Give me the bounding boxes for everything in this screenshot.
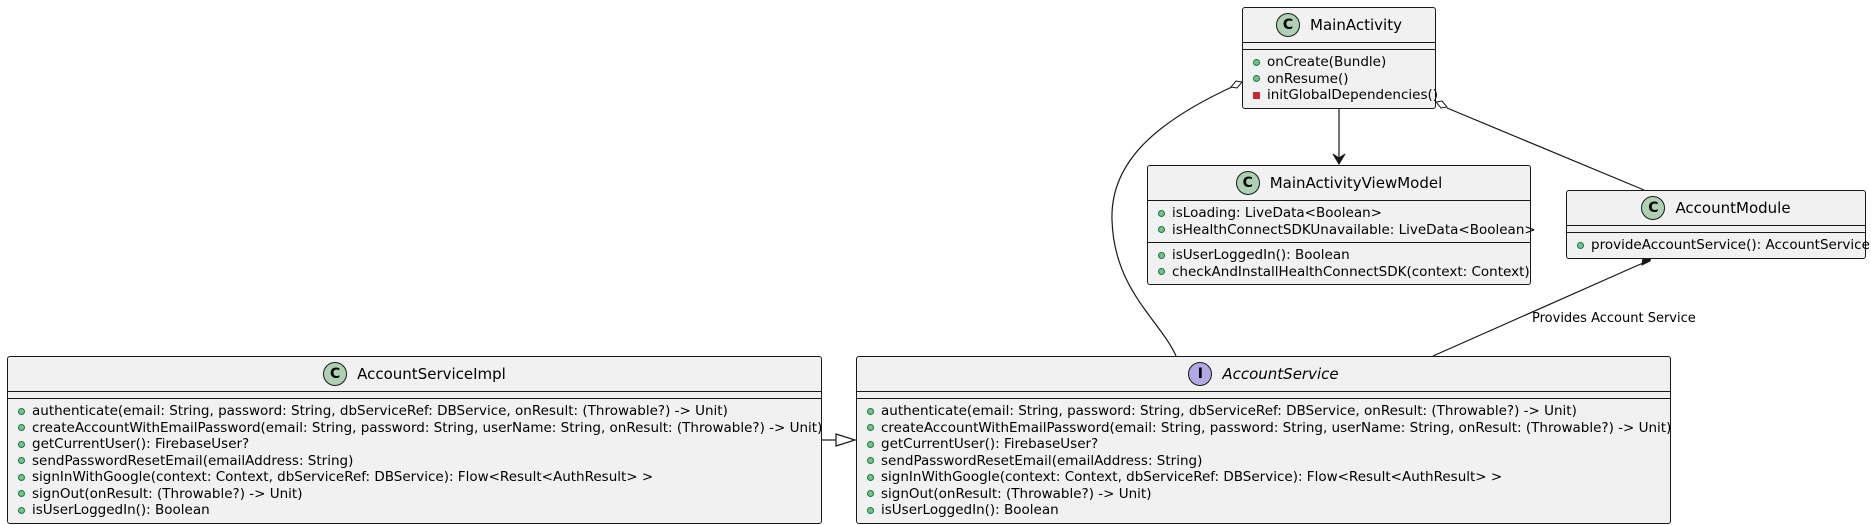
public-visibility-icon: [1158, 268, 1165, 276]
interface-badge-icon: I: [1188, 362, 1213, 386]
method-row: signOut(onResult: (Throwable?) -> Unit): [867, 486, 1670, 503]
interface-account-service[interactable]: I AccountService authenticate(email: Str…: [856, 356, 1671, 524]
method-row: authenticate(email: String, password: St…: [867, 403, 1670, 420]
public-visibility-icon: [1577, 241, 1584, 249]
method-row: isUserLoggedIn(): Boolean: [1158, 247, 1530, 264]
class-badge-icon: C: [1235, 171, 1260, 195]
method-text: getCurrentUser(): FirebaseUser?: [32, 436, 250, 453]
method-row: signOut(onResult: (Throwable?) -> Unit): [18, 486, 821, 503]
method-row: createAccountWithEmailPassword(email: St…: [867, 419, 1672, 437]
private-visibility-icon: [1253, 91, 1260, 99]
methods-section: onCreate(Bundle)onResume()initGlobalDepe…: [1243, 50, 1439, 108]
field-row: isHealthConnectSDKUnavailable: LiveData<…: [1158, 222, 1536, 239]
method-row: isUserLoggedIn(): Boolean: [18, 502, 821, 519]
public-visibility-icon: [18, 424, 25, 432]
method-row: isUserLoggedIn(): Boolean: [867, 502, 1670, 519]
public-visibility-icon: [18, 490, 25, 498]
class-header: I AccountService: [857, 357, 1670, 391]
method-text: isUserLoggedIn(): Boolean: [881, 502, 1059, 519]
method-text: sendPasswordResetEmail(emailAddress: Str…: [881, 452, 1203, 469]
class-name: AccountService: [1222, 365, 1339, 383]
class-name: MainActivityViewModel: [1269, 174, 1443, 192]
public-visibility-icon: [18, 457, 25, 465]
public-visibility-icon: [1253, 75, 1260, 83]
method-text: provideAccountService(): AccountService: [1591, 237, 1870, 254]
edge-mainactivity-accountservice: [1111, 80, 1243, 357]
class-main-activity[interactable]: C MainActivity onCreate(Bundle)onResume(…: [1242, 7, 1439, 109]
class-name: AccountModule: [1675, 199, 1791, 217]
method-text: onCreate(Bundle): [1267, 54, 1387, 71]
edge-label-provides: Provides Account Service: [1532, 311, 1696, 326]
edge-impl-realizes-service: [822, 433, 857, 447]
method-row: getCurrentUser(): FirebaseUser?: [867, 436, 1670, 453]
method-row: signInWithGoogle(context: Context, dbSer…: [18, 469, 821, 486]
method-text: checkAndInstallHealthConnectSDK(context:…: [1172, 263, 1530, 280]
public-visibility-icon: [867, 440, 874, 448]
methods-section: authenticate(email: String, password: St…: [8, 399, 823, 523]
method-row: authenticate(email: String, password: St…: [18, 403, 821, 420]
method-text: onResume(): [1267, 70, 1349, 87]
field-text: isHealthConnectSDKUnavailable: LiveData<…: [1172, 221, 1536, 238]
class-account-module[interactable]: C AccountModule provideAccountService():…: [1566, 190, 1870, 259]
edge-mainactivity-accountmodule: [1435, 100, 1645, 191]
method-row: onCreate(Bundle): [1253, 54, 1435, 71]
public-visibility-icon: [18, 407, 25, 415]
public-visibility-icon: [18, 440, 25, 448]
class-header: C MainActivity: [1243, 8, 1435, 42]
class-main-activity-view-model[interactable]: C MainActivityViewModel isLoading: LiveD…: [1147, 165, 1536, 285]
field-row: isLoading: LiveData<Boolean>: [1158, 205, 1530, 222]
public-visibility-icon: [18, 473, 25, 481]
method-row: createAccountWithEmailPassword(email: St…: [18, 419, 823, 437]
method-text: isUserLoggedIn(): Boolean: [32, 502, 210, 519]
fields-section: isLoading: LiveData<Boolean>isHealthConn…: [1148, 201, 1536, 242]
method-text: signInWithGoogle(context: Context, dbSer…: [32, 469, 654, 486]
methods-section: provideAccountService(): AccountService: [1567, 233, 1870, 258]
class-header: C AccountModule: [1567, 191, 1865, 225]
method-text: sendPasswordResetEmail(emailAddress: Str…: [32, 452, 354, 469]
class-header: C MainActivityViewModel: [1148, 166, 1530, 200]
public-visibility-icon: [867, 473, 874, 481]
class-badge-icon: C: [1276, 13, 1301, 37]
class-name: MainActivity: [1310, 16, 1402, 34]
methods-section: authenticate(email: String, password: St…: [857, 399, 1672, 523]
method-row: getCurrentUser(): FirebaseUser?: [18, 436, 821, 453]
method-text: signOut(onResult: (Throwable?) -> Unit): [32, 485, 303, 502]
public-visibility-icon: [867, 457, 874, 465]
public-visibility-icon: [867, 424, 874, 432]
public-visibility-icon: [1158, 226, 1165, 234]
public-visibility-icon: [18, 506, 25, 514]
method-text: createAccountWithEmailPassword(email: St…: [881, 419, 1672, 436]
class-name: AccountServiceImpl: [357, 365, 506, 383]
public-visibility-icon: [1158, 251, 1165, 259]
method-text: initGlobalDependencies(): [1267, 87, 1439, 104]
method-row: initGlobalDependencies(): [1253, 87, 1439, 104]
public-visibility-icon: [867, 407, 874, 415]
class-account-service-impl[interactable]: C AccountServiceImpl authenticate(email:…: [7, 356, 822, 524]
method-row: onResume(): [1253, 71, 1435, 88]
public-visibility-icon: [867, 490, 874, 498]
public-visibility-icon: [867, 506, 874, 514]
method-row: signInWithGoogle(context: Context, dbSer…: [867, 469, 1670, 486]
method-row: checkAndInstallHealthConnectSDK(context:…: [1158, 264, 1530, 281]
method-row: provideAccountService(): AccountService: [1577, 237, 1870, 254]
public-visibility-icon: [1158, 209, 1165, 217]
public-visibility-icon: [1253, 58, 1260, 66]
field-text: isLoading: LiveData<Boolean>: [1172, 205, 1382, 222]
edge-mainactivity-viewmodel: [1332, 105, 1346, 165]
method-text: isUserLoggedIn(): Boolean: [1172, 247, 1350, 264]
class-header: C AccountServiceImpl: [8, 357, 821, 391]
method-text: createAccountWithEmailPassword(email: St…: [32, 419, 823, 436]
method-row: sendPasswordResetEmail(emailAddress: Str…: [18, 453, 821, 470]
method-text: signOut(onResult: (Throwable?) -> Unit): [881, 485, 1152, 502]
method-text: getCurrentUser(): FirebaseUser?: [881, 436, 1099, 453]
class-badge-icon: C: [1641, 196, 1666, 220]
method-row: sendPasswordResetEmail(emailAddress: Str…: [867, 453, 1670, 470]
class-badge-icon: C: [323, 362, 348, 386]
method-text: authenticate(email: String, password: St…: [881, 403, 1577, 420]
method-text: authenticate(email: String, password: St…: [32, 403, 728, 420]
method-text: signInWithGoogle(context: Context, dbSer…: [881, 469, 1503, 486]
